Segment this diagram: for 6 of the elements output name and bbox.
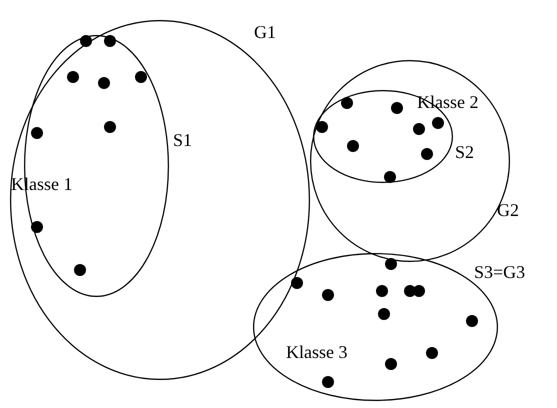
set-label: G2 [497, 200, 519, 220]
class-label: Klasse 3 [286, 342, 348, 362]
set-label: G1 [254, 22, 276, 42]
set-label: S1 [173, 130, 192, 150]
set-label: S3=G3 [474, 262, 526, 282]
set-label: S2 [455, 142, 474, 162]
